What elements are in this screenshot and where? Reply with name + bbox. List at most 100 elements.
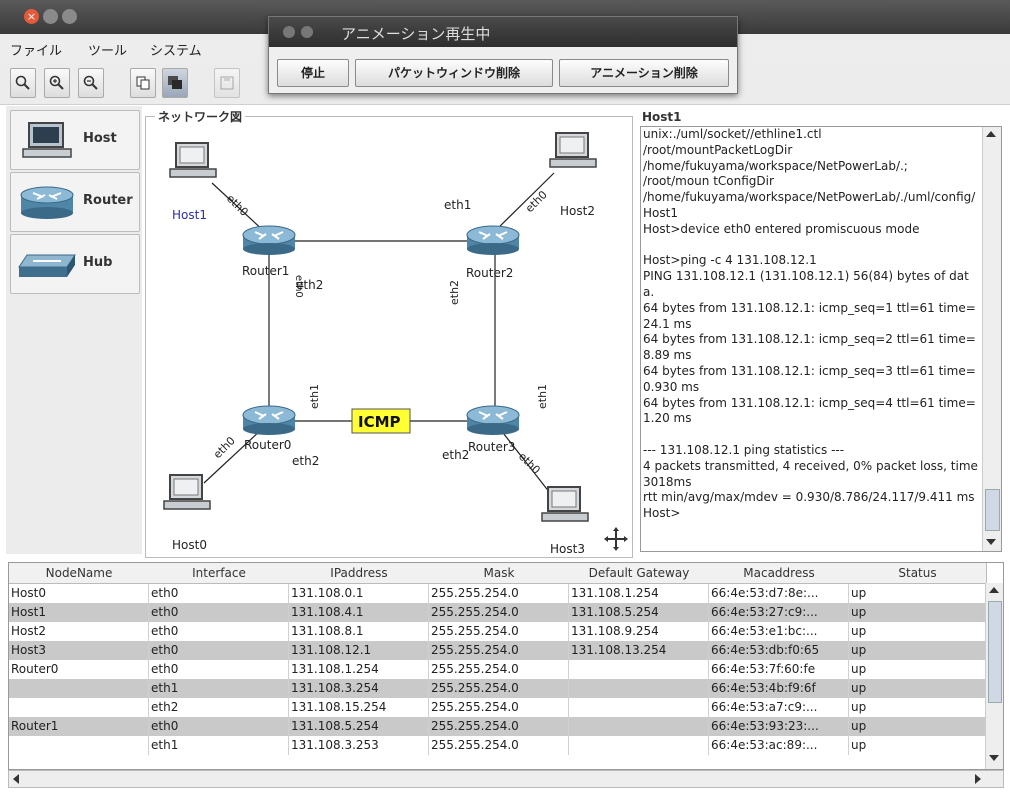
- cell-gateway[interactable]: [569, 679, 709, 698]
- cell-nodename[interactable]: [9, 736, 149, 755]
- col-header-macaddress[interactable]: Macaddress: [709, 563, 850, 584]
- window-maximize-button[interactable]: [62, 9, 77, 24]
- cell-nodename[interactable]: Host2: [9, 622, 149, 641]
- console-scrollbar[interactable]: [982, 127, 1001, 551]
- cell-nodename[interactable]: Router0: [9, 660, 149, 679]
- dialog-titlebar[interactable]: アニメーション再生中: [269, 17, 737, 47]
- cell-ipaddress[interactable]: 131.108.15.254: [289, 698, 429, 717]
- cell-ipaddress[interactable]: 131.108.3.254: [289, 679, 429, 698]
- cell-gateway[interactable]: 131.108.5.254: [569, 603, 709, 622]
- scroll-down-icon[interactable]: [986, 539, 996, 545]
- cell-interface[interactable]: eth1: [149, 679, 289, 698]
- cell-status[interactable]: up: [849, 679, 986, 698]
- horizontal-scrollbar[interactable]: [8, 770, 1004, 788]
- cell-status[interactable]: up: [849, 641, 986, 660]
- cell-mask[interactable]: 255.255.254.0: [429, 641, 569, 660]
- router3-icon[interactable]: [466, 405, 520, 436]
- menu-tools[interactable]: ツール: [88, 44, 128, 59]
- scroll-left-icon[interactable]: [13, 774, 19, 784]
- cell-ipaddress[interactable]: 131.108.5.254: [289, 717, 429, 736]
- console-scroll-thumb[interactable]: [985, 489, 1000, 531]
- cell-ipaddress[interactable]: 131.108.8.1: [289, 622, 429, 641]
- cell-macaddress[interactable]: 66:4e:53:4b:f9:6f: [709, 679, 849, 698]
- palette-hub-button[interactable]: Hub: [10, 234, 140, 294]
- delete-animation-button[interactable]: アニメーション削除: [559, 59, 729, 87]
- cell-mask[interactable]: 255.255.254.0: [429, 584, 569, 603]
- cell-mask[interactable]: 255.255.254.0: [429, 679, 569, 698]
- cell-ipaddress[interactable]: 131.108.1.254: [289, 660, 429, 679]
- palette-host-button[interactable]: Host: [10, 110, 140, 170]
- cell-status[interactable]: up: [849, 622, 986, 641]
- cell-mask[interactable]: 255.255.254.0: [429, 660, 569, 679]
- cell-nodename[interactable]: [9, 698, 149, 717]
- host0-icon[interactable]: [163, 474, 211, 510]
- col-header-interface[interactable]: Interface: [149, 563, 290, 584]
- cell-mask[interactable]: 255.255.254.0: [429, 698, 569, 717]
- cell-ipaddress[interactable]: 131.108.0.1: [289, 584, 429, 603]
- cell-macaddress[interactable]: 66:4e:53:a7:c9:...: [709, 698, 849, 717]
- host3-icon[interactable]: [541, 486, 589, 522]
- cell-ipaddress[interactable]: 131.108.4.1: [289, 603, 429, 622]
- cell-nodename[interactable]: Host3: [9, 641, 149, 660]
- network-canvas[interactable]: Host1 Host2 Host0 Host3 Router1 Router2 …: [145, 116, 633, 558]
- col-header-nodename[interactable]: NodeName: [9, 563, 150, 584]
- cell-status[interactable]: up: [849, 736, 986, 755]
- cell-ipaddress[interactable]: 131.108.12.1: [289, 641, 429, 660]
- stop-button[interactable]: 停止: [277, 59, 349, 87]
- cell-nodename[interactable]: Host1: [9, 603, 149, 622]
- cell-status[interactable]: up: [849, 603, 986, 622]
- cell-mask[interactable]: 255.255.254.0: [429, 622, 569, 641]
- router1-icon[interactable]: [242, 225, 296, 256]
- cell-macaddress[interactable]: 66:4e:53:27:c9:...: [709, 603, 849, 622]
- scroll-up-icon[interactable]: [989, 587, 999, 593]
- cell-macaddress[interactable]: 66:4e:53:e1:bc:...: [709, 622, 849, 641]
- window-minimize-button[interactable]: [43, 9, 58, 24]
- save-button[interactable]: [214, 68, 240, 98]
- console-output[interactable]: unix:./uml/socket//ethline1.ctl /root/mo…: [643, 127, 978, 521]
- cell-mask[interactable]: 255.255.254.0: [429, 603, 569, 622]
- cell-interface[interactable]: eth0: [149, 641, 289, 660]
- col-header-gateway[interactable]: Default Gateway: [569, 563, 710, 584]
- delete-packet-window-button[interactable]: パケットウィンドウ削除: [355, 59, 553, 87]
- zoom-reset-button[interactable]: [10, 68, 36, 98]
- cell-macaddress[interactable]: 66:4e:53:db:f0:65: [709, 641, 849, 660]
- cell-nodename[interactable]: [9, 679, 149, 698]
- cell-ipaddress[interactable]: 131.108.3.253: [289, 736, 429, 755]
- router2-icon[interactable]: [466, 225, 520, 256]
- cell-status[interactable]: up: [849, 698, 986, 717]
- router0-icon[interactable]: [242, 405, 296, 436]
- scroll-up-icon[interactable]: [986, 131, 996, 137]
- cell-status[interactable]: up: [849, 717, 986, 736]
- cell-macaddress[interactable]: 66:4e:53:ac:89:...: [709, 736, 849, 755]
- cell-interface[interactable]: eth0: [149, 622, 289, 641]
- host1-icon[interactable]: [169, 142, 217, 178]
- col-header-mask[interactable]: Mask: [429, 563, 570, 584]
- cell-interface[interactable]: eth0: [149, 660, 289, 679]
- window-toggle-button[interactable]: [162, 68, 188, 98]
- cell-macaddress[interactable]: 66:4e:53:d7:8e:...: [709, 584, 849, 603]
- cell-gateway[interactable]: [569, 698, 709, 717]
- host2-icon[interactable]: [549, 132, 597, 168]
- cell-interface[interactable]: eth0: [149, 584, 289, 603]
- col-header-status[interactable]: Status: [849, 563, 987, 584]
- cell-interface[interactable]: eth2: [149, 698, 289, 717]
- cell-interface[interactable]: eth0: [149, 717, 289, 736]
- copy-button[interactable]: [130, 68, 156, 98]
- palette-router-button[interactable]: Router: [10, 172, 140, 232]
- dialog-minimize-button[interactable]: [301, 26, 313, 38]
- cell-gateway[interactable]: [569, 717, 709, 736]
- cell-mask[interactable]: 255.255.254.0: [429, 717, 569, 736]
- menu-file[interactable]: ファイル: [10, 44, 63, 59]
- cell-gateway[interactable]: [569, 736, 709, 755]
- scroll-right-icon[interactable]: [975, 774, 981, 784]
- cell-macaddress[interactable]: 66:4e:53:7f:60:fe: [709, 660, 849, 679]
- cell-status[interactable]: up: [849, 584, 986, 603]
